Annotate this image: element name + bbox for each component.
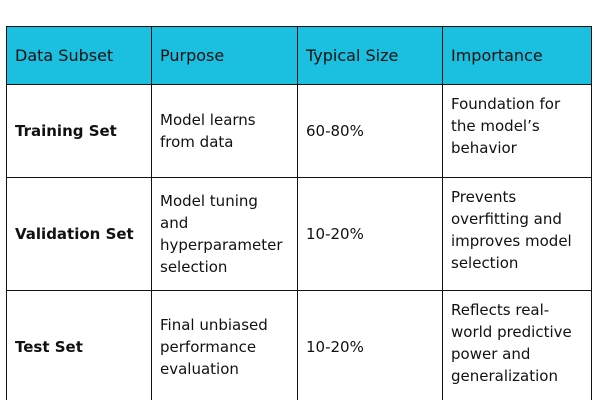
size-cell: 10-20% <box>297 290 443 400</box>
table-row: Training Set Model learns from data 60-8… <box>6 84 592 178</box>
subset-cell: Validation Set <box>6 177 152 291</box>
header-row: Data Subset Purpose Typical Size Importa… <box>6 26 592 85</box>
subset-cell: Test Set <box>6 290 152 400</box>
importance-cell: Reflects real-world predictive power and… <box>442 290 592 400</box>
header-data-subset: Data Subset <box>6 26 152 85</box>
size-cell: 60-80% <box>297 84 443 178</box>
size-cell: 10-20% <box>297 177 443 291</box>
purpose-cell: Model learns from data <box>151 84 298 178</box>
importance-cell: Foundation for the model’s behavior <box>442 84 592 178</box>
table-body: Training Set Model learns from data 60-8… <box>6 84 592 400</box>
header-importance: Importance <box>442 26 592 85</box>
table-row: Test Set Final unbiased performance eval… <box>6 290 592 400</box>
purpose-cell: Model tuning and hyperparameter selectio… <box>151 177 298 291</box>
header-purpose: Purpose <box>151 26 298 85</box>
data-subsets-table: Data Subset Purpose Typical Size Importa… <box>6 26 592 400</box>
header-typical-size: Typical Size <box>297 26 443 85</box>
subset-cell: Training Set <box>6 84 152 178</box>
purpose-cell: Final unbiased performance evaluation <box>151 290 298 400</box>
importance-cell: Prevents overfitting and improves model … <box>442 177 592 291</box>
table-row: Validation Set Model tuning and hyperpar… <box>6 177 592 291</box>
table-header: Data Subset Purpose Typical Size Importa… <box>6 26 592 85</box>
